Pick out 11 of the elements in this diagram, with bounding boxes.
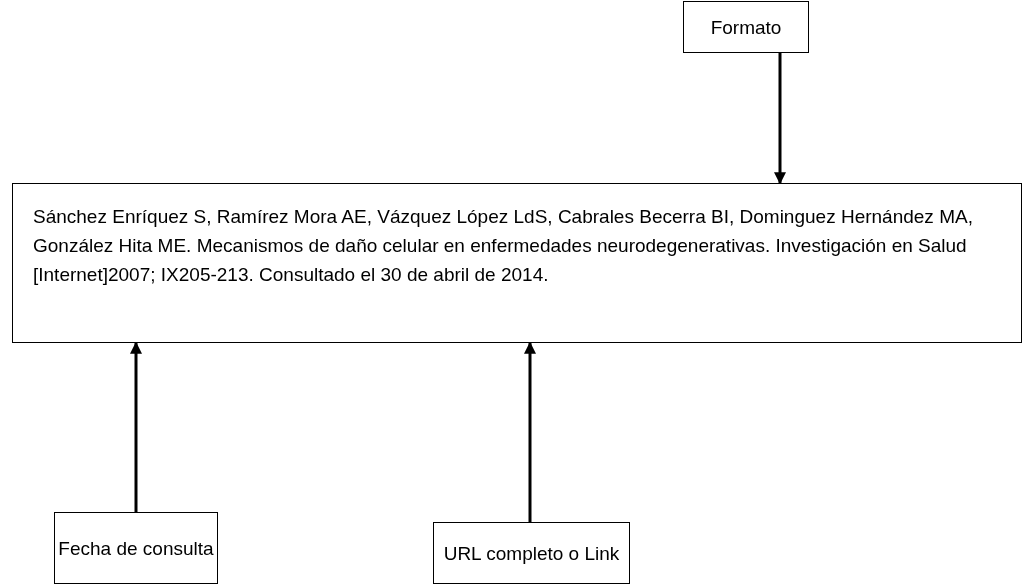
label-box xyxy=(433,522,630,584)
arrow xyxy=(130,341,142,512)
label-box xyxy=(683,1,809,53)
label-box xyxy=(54,512,218,584)
box-label: Formato xyxy=(710,15,782,40)
arrow xyxy=(774,53,786,185)
box-label: URL completo o Link xyxy=(443,541,620,566)
reference-text-box xyxy=(12,183,1022,343)
arrow xyxy=(524,341,536,522)
reference-text: Sánchez Enríquez S, Ramírez Mora AE, Vázquez López LdS, Cabrales Becerra BI, Dominguez Hernández MA, González Hita ME. Mecanismos de daño celular en enfermedades neurodegenerativas. Investigación en Salud [Internet]2007; IX205-213. Consultado el 30 de abril de 2014. xyxy=(33,205,974,287)
box-label: Fecha de consulta xyxy=(58,536,214,561)
